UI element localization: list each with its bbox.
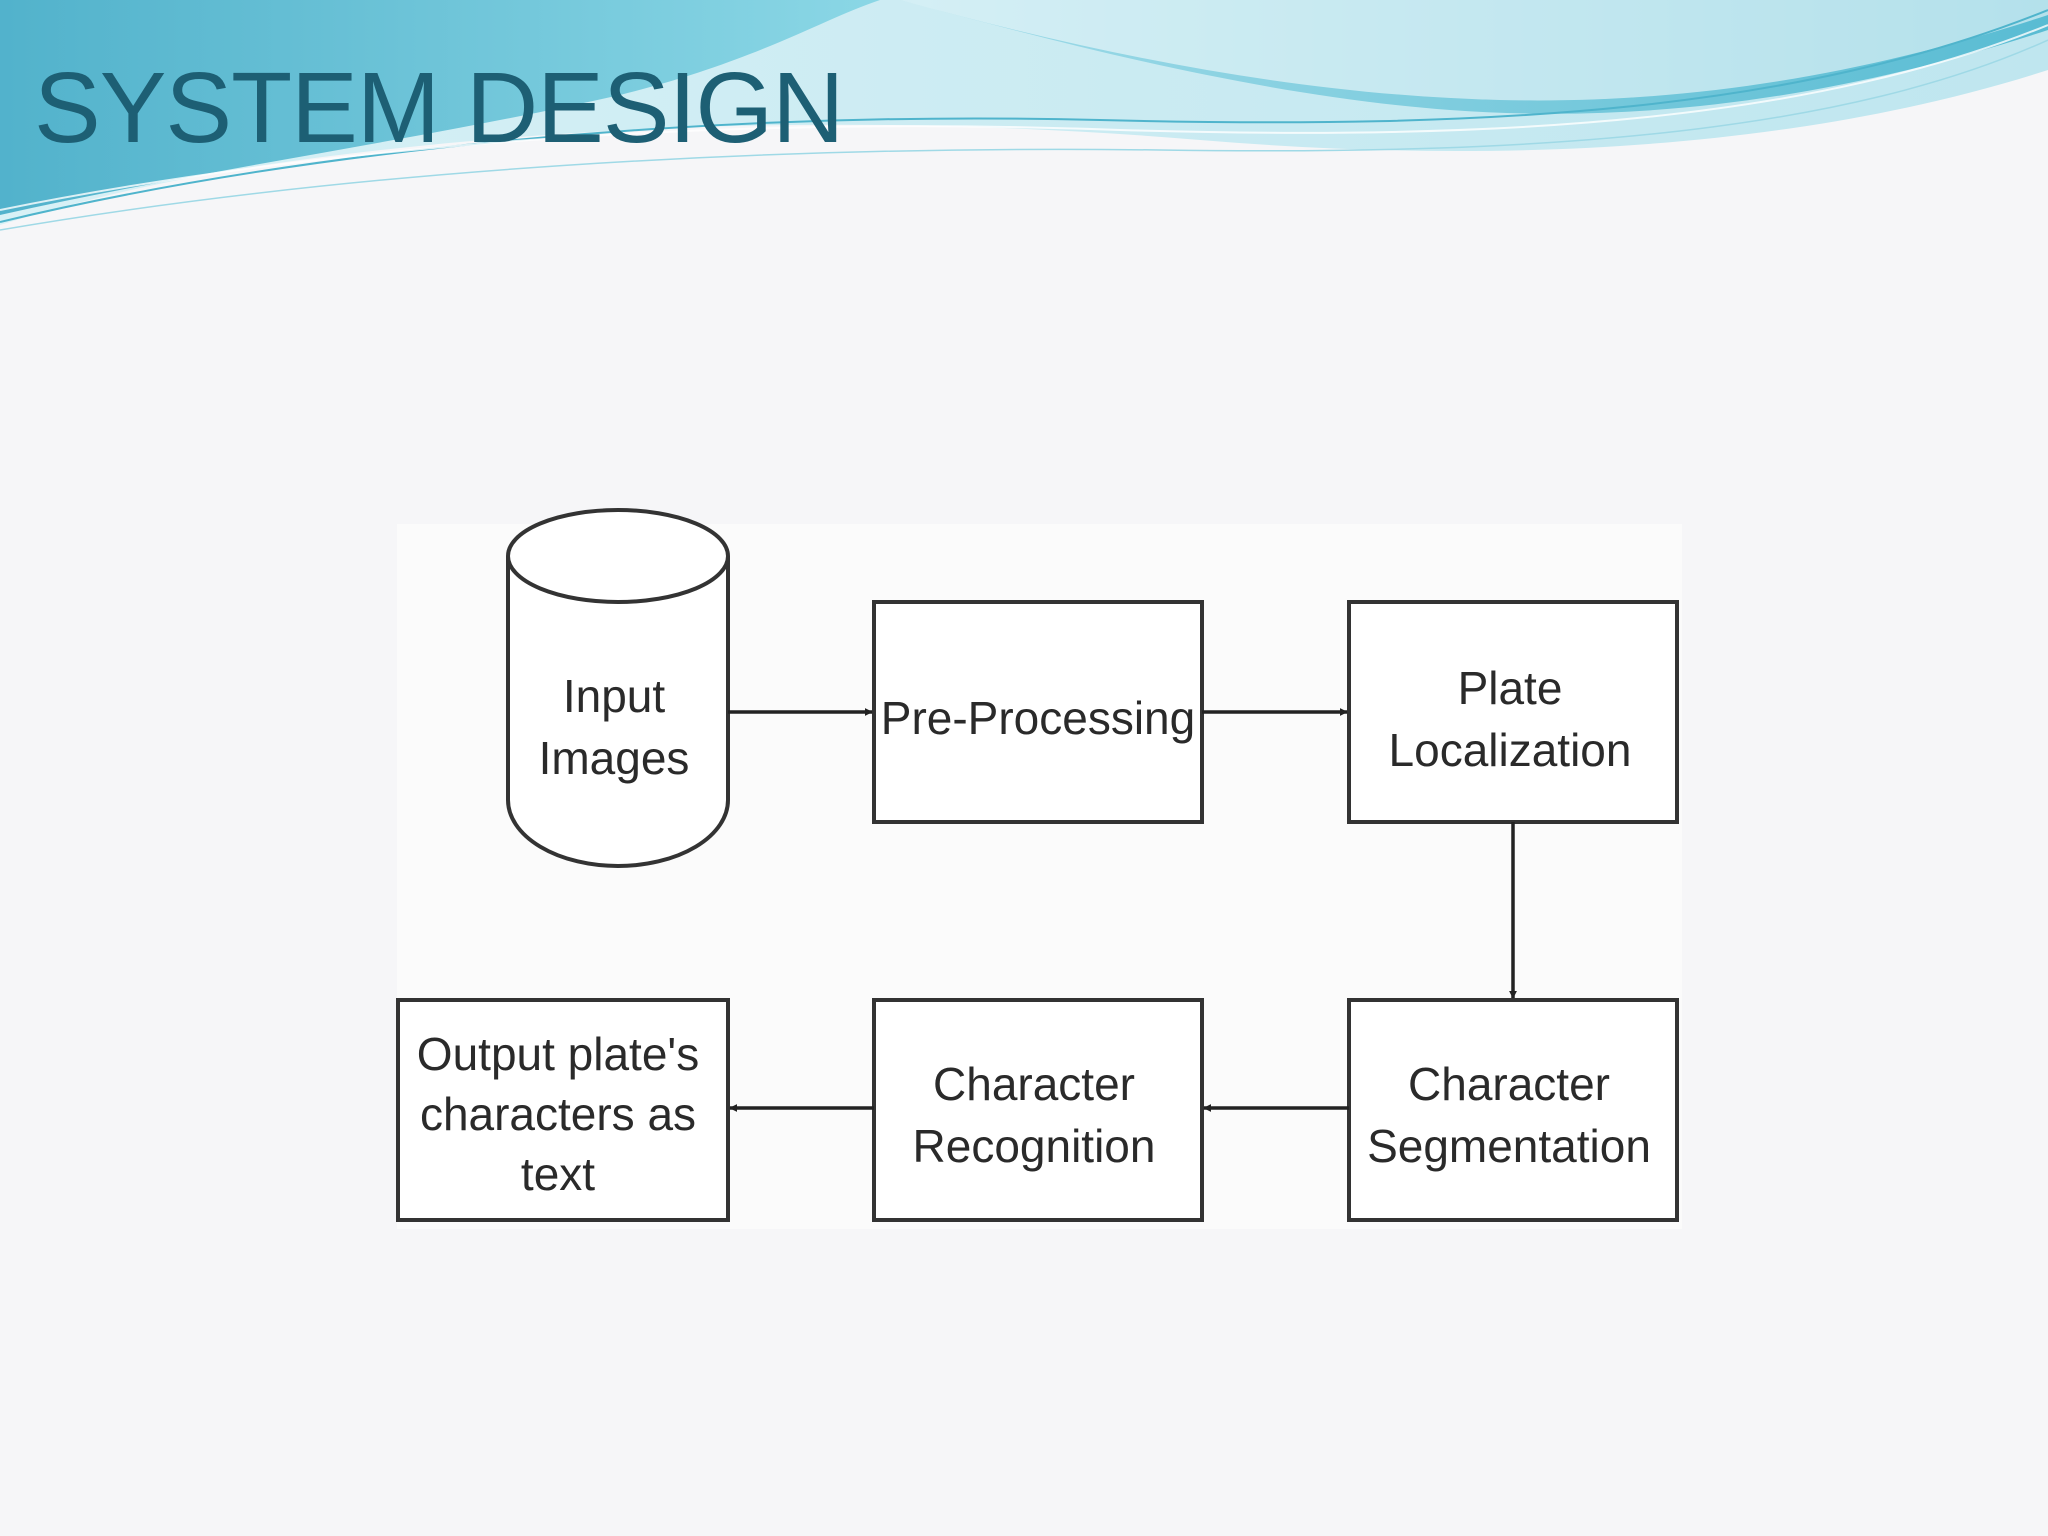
node-plate-localization: Plate Localization: [1347, 600, 1679, 824]
node-character-segmentation: Character Segmentation: [1347, 998, 1679, 1222]
character-recognition-box: [872, 998, 1204, 1222]
plate-localization-label-line-1: Plate: [1458, 662, 1563, 714]
character-segmentation-label-line-1: Character: [1408, 1058, 1610, 1110]
node-output-text: Output plate's characters as text: [396, 998, 730, 1222]
character-recognition-label-line-1: Character: [933, 1058, 1135, 1110]
output-text-box: [396, 998, 730, 1222]
node-character-recognition: Character Recognition: [872, 998, 1204, 1222]
output-text-label-line-1: Output plate's: [417, 1028, 699, 1080]
input-images-label-line-1: Input: [563, 670, 666, 722]
character-segmentation-label-line-2: Segmentation: [1367, 1120, 1651, 1172]
pre-processing-label: Pre-Processing: [881, 692, 1195, 744]
character-recognition-label-line-2: Recognition: [913, 1120, 1156, 1172]
cylinder-body-shape: [506, 556, 730, 868]
wave-banner-decoration: [0, 0, 2048, 231]
character-segmentation-box: [1347, 998, 1679, 1222]
cylinder-top-shape: [506, 508, 730, 604]
node-pre-processing: Pre-Processing: [872, 600, 1204, 824]
output-text-label-line-2: characters as: [420, 1088, 696, 1140]
output-text-label-line-3: text: [521, 1148, 595, 1200]
pre-processing-box: [872, 600, 1204, 824]
slide-title: SYSTEM DESIGN: [34, 52, 844, 164]
node-input-images: Input Images: [506, 508, 730, 868]
plate-localization-label-line-2: Localization: [1389, 724, 1632, 776]
input-images-label-line-2: Images: [539, 732, 690, 784]
